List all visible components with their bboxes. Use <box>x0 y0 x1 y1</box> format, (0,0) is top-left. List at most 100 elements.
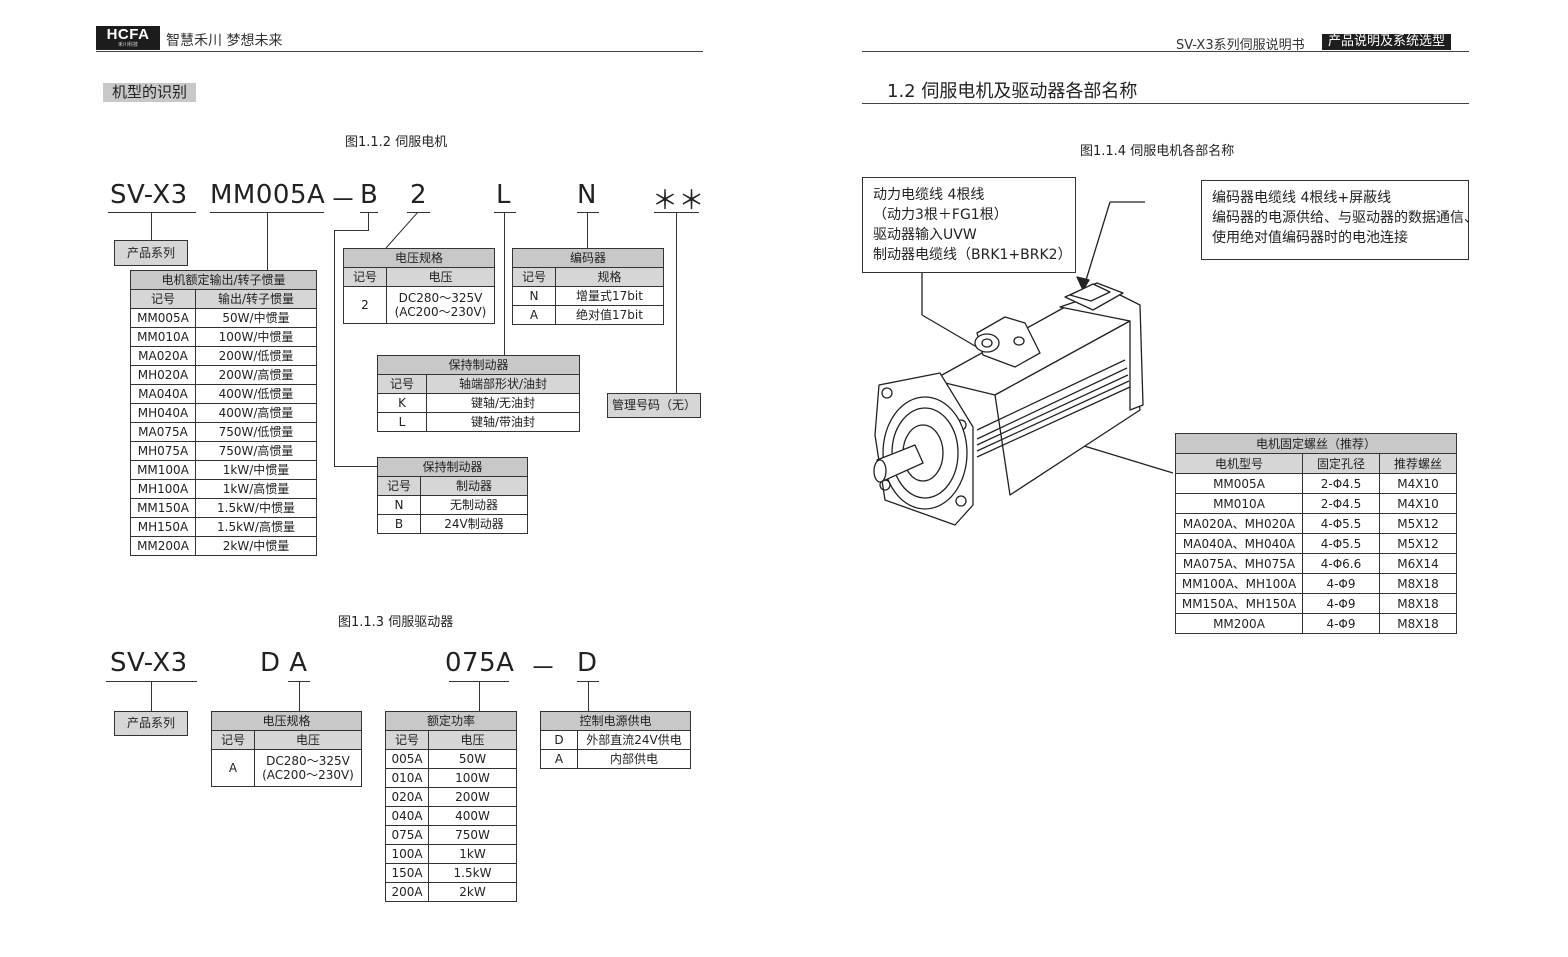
cell: 4-Φ5.5 <box>1302 533 1380 554</box>
cell: MH075A <box>130 441 196 461</box>
cell: 4-Φ5.5 <box>1302 513 1380 534</box>
screw-title: 电机固定螺丝（推荐） <box>1175 433 1457 454</box>
callout-line: 驱动器输入UVW <box>873 227 977 243</box>
encoder-header-spec: 规格 <box>555 267 664 287</box>
brake-header-brake: 制动器 <box>420 476 528 496</box>
motor-code-series: SV-X3 <box>110 180 188 210</box>
cell: M4X10 <box>1379 493 1457 514</box>
shaft-header-shape: 轴端部形状/油封 <box>426 374 580 394</box>
callout-line: （动力3根＋FG1根） <box>873 207 1008 223</box>
cell: MA075A、MH075A <box>1175 553 1303 574</box>
drive-voltage-header-code: 记号 <box>211 730 255 750</box>
cell: 1.5kW/高惯量 <box>195 517 317 537</box>
leader-drive-voltage <box>299 681 300 711</box>
motor-code-model: MM005A <box>210 180 326 210</box>
screw-header-model: 电机型号 <box>1175 453 1303 474</box>
cell: M6X14 <box>1379 553 1457 574</box>
cell-line: (AC200～230V) <box>262 768 354 782</box>
cell: N <box>377 495 421 515</box>
motor-code-voltage: 2 <box>410 180 428 210</box>
cell: 100W/中惯量 <box>195 327 317 347</box>
cell: MM010A <box>1175 493 1303 514</box>
cell: MM150A、MH150A <box>1175 593 1303 614</box>
cell: 400W/高惯量 <box>195 403 317 423</box>
cell: M4X10 <box>1379 473 1457 494</box>
cell: 4-Φ9 <box>1302 593 1380 614</box>
rated-header-output: 输出/转子惯量 <box>195 289 317 309</box>
voltage-header-code: 记号 <box>343 267 387 287</box>
drive-code-voltage: D A <box>260 648 308 678</box>
underline-encoder <box>577 212 599 213</box>
callout-line: 编码器电缆线 4根线+屏蔽线 <box>1212 190 1392 206</box>
leader-shaft-c <box>334 230 335 466</box>
cell: 2kW/中惯量 <box>195 536 317 556</box>
cell: 1kW/中惯量 <box>195 460 317 480</box>
cell: 键轴/无油封 <box>426 393 580 413</box>
drive-code-power: 075A <box>445 648 515 678</box>
cell: L <box>377 412 427 432</box>
cell: 外部直流24V供电 <box>577 730 691 750</box>
callout-line: 使用绝对值编码器时的电池连接 <box>1212 230 1408 246</box>
leader-voltage-diag <box>385 212 419 249</box>
leader-shaft-b <box>334 230 369 231</box>
leader-drive-power <box>479 681 480 711</box>
cell: MM010A <box>130 327 196 347</box>
drive-figure-caption: 图1.1.3 伺服驱动器 <box>338 615 454 630</box>
cell: 075A <box>385 825 429 845</box>
leader-drive-ctrl <box>588 681 589 711</box>
drive-voltage-header-voltage: 电压 <box>254 730 362 750</box>
motor-code-mgmt: ＊＊ <box>652 186 706 216</box>
cell: MA040A <box>130 384 196 404</box>
encoder-header-code: 记号 <box>512 267 556 287</box>
voltage-header-voltage: 电压 <box>386 267 495 287</box>
leader-shaft-a <box>368 212 369 230</box>
slogan: 智慧禾川 梦想未来 <box>166 33 283 49</box>
cell: MM100A、MH100A <box>1175 573 1303 594</box>
power-cable-callout: 动力电缆线 4根线 （动力3根＋FG1根） 驱动器输入UVW 制动器电缆线（BR… <box>862 177 1076 273</box>
header-rule-left <box>96 51 703 52</box>
section-tag: 机型的识别 <box>103 83 197 102</box>
motor-parts-caption: 图1.1.4 伺服电机各部名称 <box>1080 144 1235 159</box>
cell: 50W <box>428 749 517 769</box>
cell: M8X18 <box>1379 573 1457 594</box>
section-title-rule <box>862 103 1469 104</box>
brake-header-code: 记号 <box>377 476 421 496</box>
callout-line: 制动器电缆线（BRK1+BRK2） <box>873 247 1072 263</box>
cell: 2-Φ4.5 <box>1302 493 1380 514</box>
header-rule-right <box>862 51 1469 52</box>
leader-model <box>267 212 268 270</box>
drive-code-series: SV-X3 <box>110 648 188 678</box>
motor-code-dash: － <box>330 186 357 216</box>
underline-voltage <box>407 212 430 213</box>
cell: 010A <box>385 768 429 788</box>
cell: A <box>512 305 556 325</box>
cell: 750W/高惯量 <box>195 441 317 461</box>
cell: 2-Φ4.5 <box>1302 473 1380 494</box>
cell: 100A <box>385 844 429 864</box>
cell: MH040A <box>130 403 196 423</box>
cell: 键轴/带油封 <box>426 412 580 432</box>
